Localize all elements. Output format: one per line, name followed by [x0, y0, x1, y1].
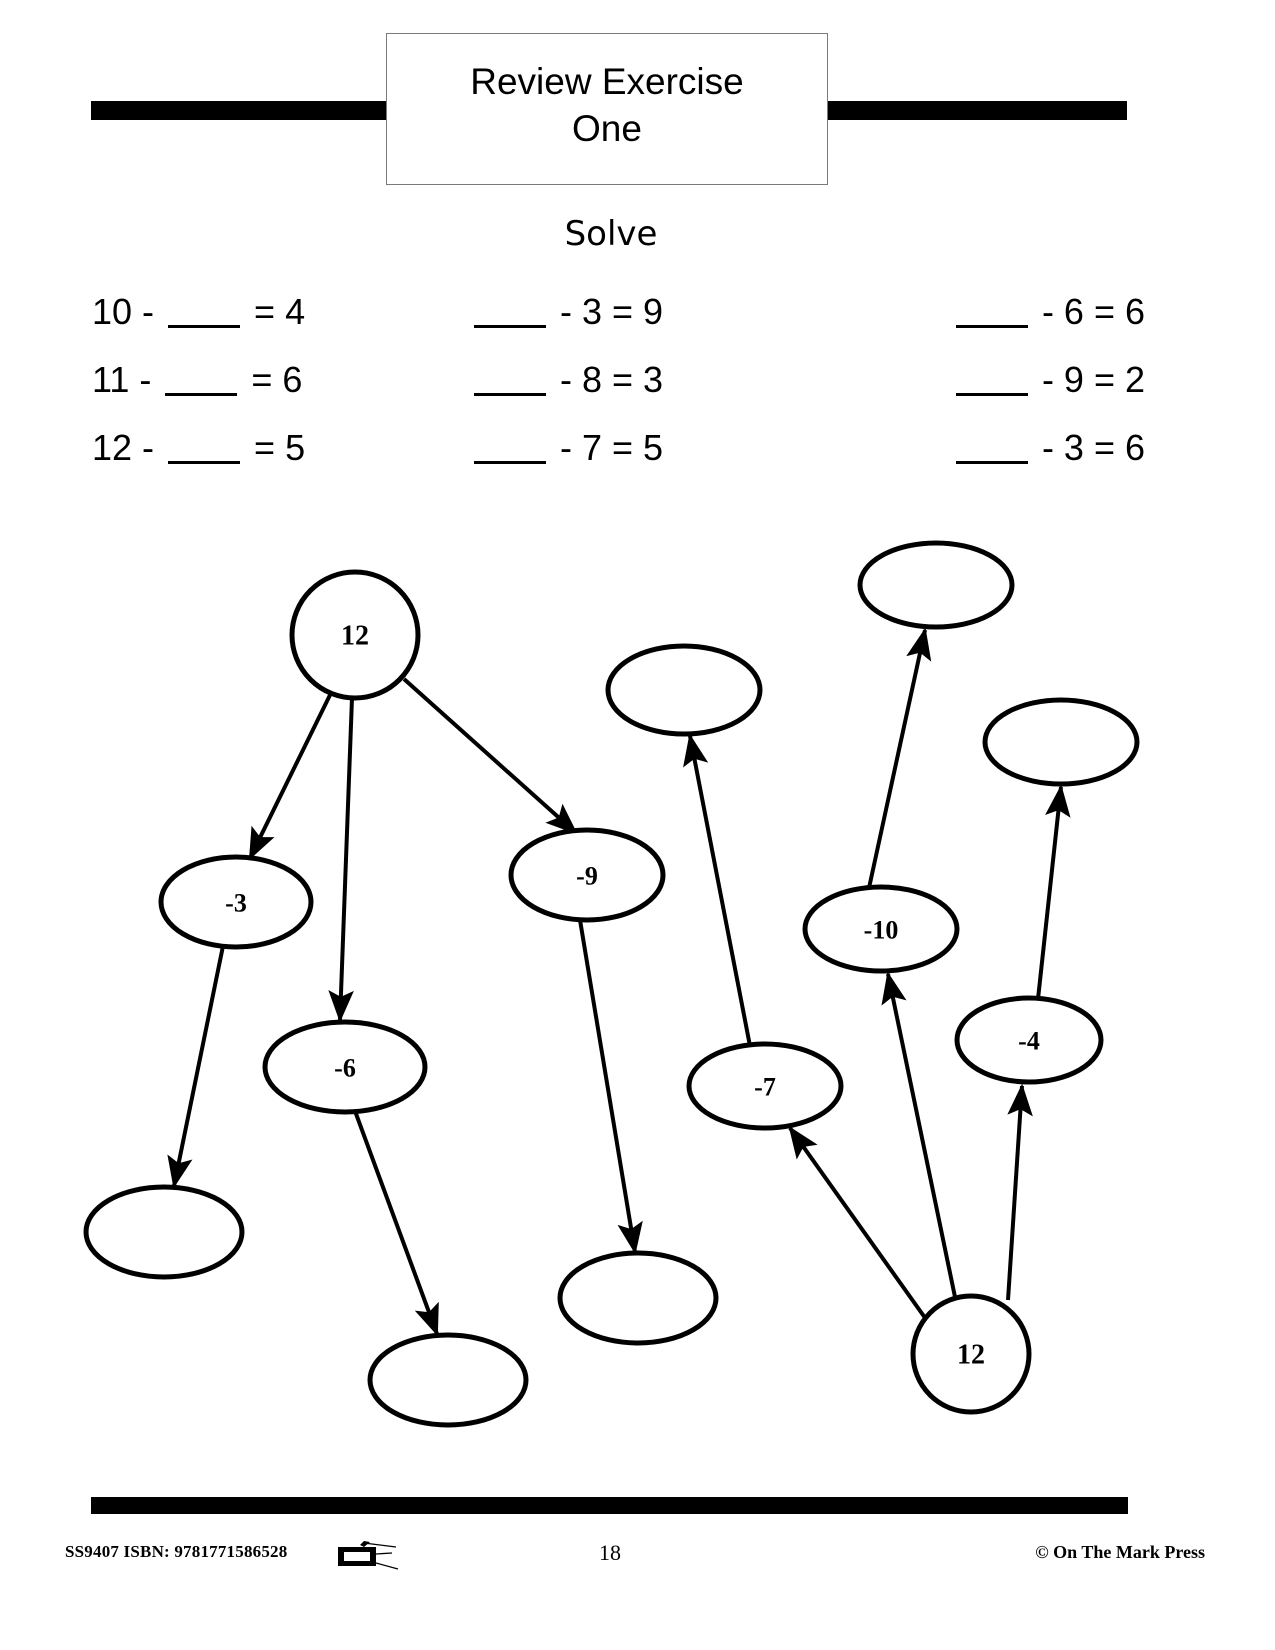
diagram-node-filled[interactable]: -9: [508, 827, 666, 923]
problem-row: - 6 = 6: [855, 278, 1145, 346]
answer-blank[interactable]: [474, 367, 546, 396]
header-rule-left: [91, 101, 391, 120]
diagram-edge: [328, 697, 354, 1023]
problem-row: 12 - = 5: [92, 414, 422, 482]
problem-left-operand: 12 -: [92, 427, 165, 468]
node-ellipse[interactable]: [557, 1250, 719, 1346]
node-ellipse[interactable]: [605, 643, 763, 737]
header-rule-right: [824, 101, 1127, 120]
footer-publisher: © On The Mark Press: [1035, 1542, 1205, 1562]
node-circle[interactable]: [289, 569, 421, 701]
problem-row: 11 - = 6: [92, 346, 422, 414]
diagram-edge: [353, 1110, 439, 1337]
node-ellipse[interactable]: [508, 827, 666, 923]
node-ellipse[interactable]: [982, 697, 1140, 787]
diagram-edges: [167, 627, 1071, 1337]
page-header: Review Exercise One: [0, 0, 1275, 200]
answer-blank[interactable]: [955, 367, 1028, 396]
problem-right-operand: = 5: [244, 427, 306, 468]
problem-right-operand: - 3 = 9: [550, 291, 664, 332]
diagram-edge: [683, 733, 752, 1047]
node-ellipse[interactable]: [262, 1019, 428, 1115]
node-label: -9: [576, 862, 598, 891]
diagram-edge: [578, 919, 643, 1255]
title-box: Review Exercise One: [386, 33, 828, 185]
problem-row: - 8 = 3: [470, 346, 800, 414]
diagram-node-blank[interactable]: [982, 697, 1140, 787]
answer-blank[interactable]: [955, 299, 1028, 328]
diagram-edge: [1036, 784, 1071, 1000]
press-logo-icon: [338, 1541, 399, 1570]
diagram-edge: [402, 677, 578, 835]
answer-blank[interactable]: [955, 435, 1028, 464]
diagram-nodes: 12 -3 -6 -9 -7 -10 -4 12: [83, 540, 1140, 1428]
diagram-node-filled[interactable]: -6: [262, 1019, 428, 1115]
footer-isbn: SS9407 ISBN: 9781771586528: [65, 1542, 288, 1561]
diagram-node-blank[interactable]: [83, 1184, 245, 1280]
diagram-edge: [881, 971, 957, 1298]
node-ellipse[interactable]: [686, 1041, 844, 1131]
answer-blank[interactable]: [165, 367, 238, 396]
diagram-edge: [1006, 1083, 1033, 1301]
page-footer: SS9407 ISBN: 9781771586528 18 © On The M…: [0, 1530, 1275, 1580]
diagram-edge: [867, 627, 932, 889]
problem-left-operand: 11 -: [92, 359, 162, 400]
diagram-edge: [248, 694, 332, 861]
diagram-edge: [167, 945, 225, 1189]
node-label: 12: [341, 621, 369, 652]
problem-row: - 7 = 5: [470, 414, 800, 482]
diagram-node-blank[interactable]: [857, 540, 1015, 630]
node-label: -4: [1018, 1027, 1040, 1056]
diagram-node-filled[interactable]: -4: [954, 995, 1104, 1085]
instruction-heading: Solve: [564, 214, 658, 254]
answer-blank[interactable]: [474, 299, 546, 328]
footer-rule: [91, 1497, 1128, 1514]
problem-column-2: - 3 = 9 - 8 = 3 - 7 = 5: [470, 278, 800, 482]
problem-right-operand: = 6: [241, 359, 303, 400]
problem-row: 10 - = 4: [92, 278, 422, 346]
node-circle[interactable]: [910, 1293, 1032, 1415]
diagram-node-filled[interactable]: -7: [686, 1041, 844, 1131]
node-label: -6: [334, 1054, 356, 1083]
page-number: 18: [599, 1540, 621, 1565]
page-title: Review Exercise One: [470, 61, 744, 150]
problem-right-operand: - 8 = 3: [550, 359, 664, 400]
problem-right-operand: - 3 = 6: [1031, 427, 1145, 468]
problem-right-operand: - 9 = 2: [1031, 359, 1145, 400]
problem-row: - 3 = 9: [470, 278, 800, 346]
answer-blank[interactable]: [168, 435, 241, 464]
problem-right-operand: - 6 = 6: [1031, 291, 1145, 332]
answer-blank[interactable]: [474, 435, 546, 464]
problem-row: - 3 = 6: [855, 414, 1145, 482]
problem-right-operand: - 7 = 5: [550, 427, 664, 468]
diagram-node-blank[interactable]: [605, 643, 763, 737]
node-label: 12: [957, 1340, 985, 1371]
node-ellipse[interactable]: [83, 1184, 245, 1280]
node-label: -10: [864, 916, 899, 945]
problem-row: - 9 = 2: [855, 346, 1145, 414]
node-ellipse[interactable]: [954, 995, 1104, 1085]
diagram-node-filled[interactable]: -3: [158, 854, 314, 950]
answer-blank[interactable]: [168, 299, 241, 328]
node-ellipse[interactable]: [857, 540, 1015, 630]
node-ellipse[interactable]: [367, 1332, 529, 1428]
diagram-node-blank[interactable]: [557, 1250, 719, 1346]
problem-column-3: - 6 = 6 - 9 = 2 - 3 = 6: [855, 278, 1145, 482]
diagram-node-filled[interactable]: 12: [910, 1293, 1032, 1415]
node-label: -7: [754, 1073, 776, 1102]
node-ellipse[interactable]: [802, 884, 960, 974]
diagram-node-blank[interactable]: [367, 1332, 529, 1428]
diagram-edge: [788, 1126, 930, 1324]
diagram-node-filled[interactable]: -10: [802, 884, 960, 974]
diagram-node-filled[interactable]: 12: [289, 569, 421, 701]
problem-left-operand: 10 -: [92, 291, 165, 332]
problem-right-operand: = 4: [244, 291, 306, 332]
node-label: -3: [225, 889, 247, 918]
node-ellipse[interactable]: [158, 854, 314, 950]
